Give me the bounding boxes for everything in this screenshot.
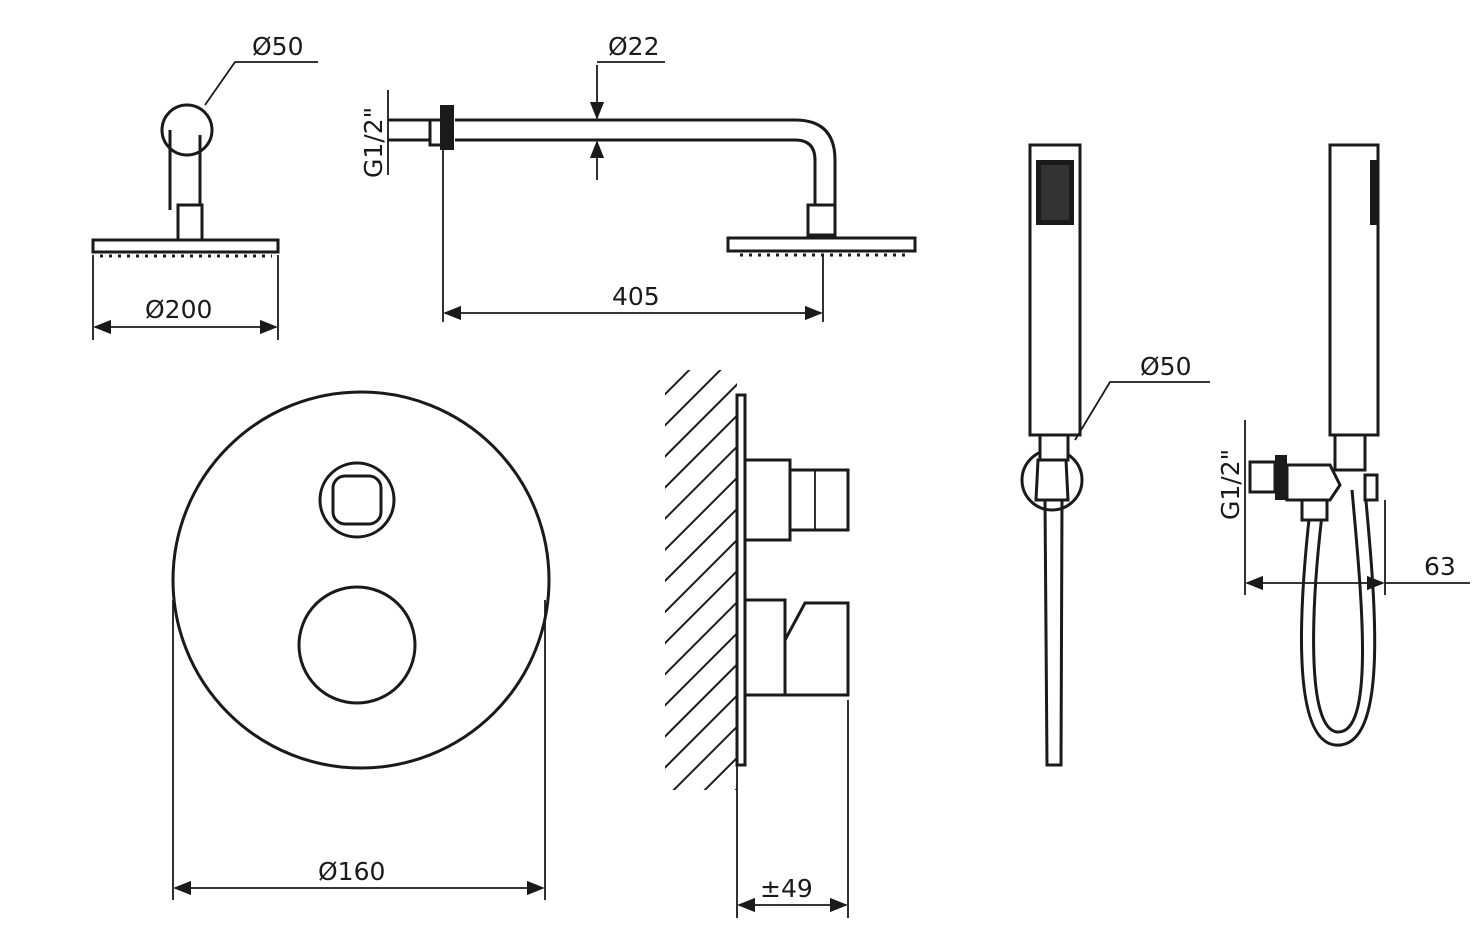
shower-head-front-view: Ø50 Ø200 — [91, 32, 318, 340]
arm-thread-label: G1/2" — [359, 107, 388, 178]
mixer-side-view: ±49 — [665, 370, 850, 918]
head-flange-dia-label: Ø50 — [252, 32, 304, 61]
mixer-front-view: Ø160 — [171, 390, 551, 900]
outlet-projection-label: 63 — [1424, 552, 1456, 581]
arm-length-label: 405 — [612, 282, 660, 311]
mixer-depth-label: ±49 — [760, 874, 813, 903]
hand-shower-front-view: Ø50 — [1020, 143, 1210, 767]
head-dia-label: Ø200 — [145, 295, 212, 324]
mixer-plate-dia-label: Ø160 — [318, 857, 385, 886]
shower-arm-side-view: G1/2" Ø22 405 — [359, 32, 917, 322]
arm-pipe-dia-label: Ø22 — [608, 32, 660, 61]
bracket-dia-label: Ø50 — [1140, 352, 1192, 381]
outlet-thread-label: G1/2" — [1216, 449, 1245, 520]
hand-shower-side-view: G1/2" 63 — [1216, 143, 1470, 747]
